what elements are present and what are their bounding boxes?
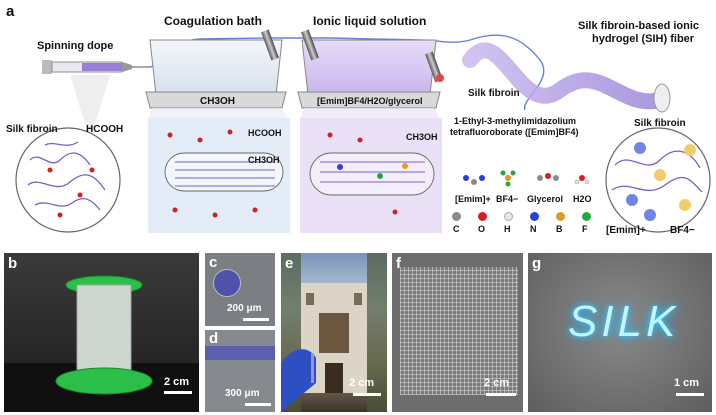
sih-fiber-label-2: hydrogel (SIH) fiber xyxy=(592,33,695,45)
coagulation-bath-tray xyxy=(145,29,287,109)
scale-bar-g xyxy=(676,393,704,396)
atom-n-label: N xyxy=(530,224,537,234)
panel-f-letter: f xyxy=(396,255,401,272)
panel-g-letter: g xyxy=(532,255,542,272)
ionic-liquid-tray xyxy=(297,29,444,109)
panel-d-letter: d xyxy=(209,330,219,347)
scale-label-d: 300 μm xyxy=(225,388,260,399)
scale-label-b: 2 cm xyxy=(164,376,190,388)
ionic-liquid-name-2: tetrafluoroborate ([Emim]BF4) xyxy=(450,127,579,137)
scale-label-f: 2 cm xyxy=(484,377,510,389)
ionic-liquid-name-1: 1-Ethyl-3-methylimidazolium xyxy=(454,116,577,126)
dope-hcooh-label: HCOOH xyxy=(86,124,124,135)
panel-e: e 2 cm xyxy=(281,253,387,412)
legend-h2o: H2O xyxy=(573,194,592,204)
sih-fiber-coil xyxy=(462,42,671,113)
fiber-cross-section xyxy=(213,269,241,297)
scale-bar-e xyxy=(353,393,381,396)
atom-b-icon xyxy=(556,212,565,221)
il-mixture-label: [Emim]BF4/H2O/glycerol xyxy=(317,96,423,106)
atom-h-icon xyxy=(504,212,513,221)
atom-o-icon xyxy=(478,212,487,221)
atom-c-icon xyxy=(452,212,461,221)
scale-bar-b xyxy=(164,391,192,394)
coag-solvent-label: CH3OH xyxy=(200,96,236,107)
scale-bar-f xyxy=(486,393,516,396)
legend-molecules xyxy=(463,170,590,187)
dope-zoom-circle xyxy=(15,75,121,233)
panel-b-letter: b xyxy=(8,255,18,272)
ionic-liquid-solution-label: Ionic liquid solution xyxy=(313,14,427,28)
scale-bar-d xyxy=(245,403,271,406)
glowing-silk-text: SILK xyxy=(568,297,680,346)
silk-fibroin-mid-label: Silk fibroin xyxy=(468,88,520,99)
legend-bf4: BF4− xyxy=(496,194,519,204)
panel-a-letter: a xyxy=(6,3,15,20)
spinning-dope-label: Spinning dope xyxy=(37,40,114,52)
bath-hcooh-label: HCOOH xyxy=(248,128,282,138)
dope-silk-fibroin-label: Silk fibroin xyxy=(6,124,58,135)
panel-c: c 200 μm xyxy=(205,253,275,326)
scale-bar-c xyxy=(243,318,269,321)
fiber-side-view xyxy=(205,346,275,360)
scale-label-g: 1 cm xyxy=(674,377,700,389)
atom-h-label: H xyxy=(504,224,511,234)
atom-legend: C O H N B F xyxy=(452,212,602,238)
bath-zoom-box xyxy=(148,108,290,233)
scale-label-c: 200 μm xyxy=(227,303,262,314)
atom-o-label: O xyxy=(478,224,486,234)
building-photo xyxy=(281,253,387,412)
sih-fiber-label-1: Silk fibroin-based ionic xyxy=(578,20,700,32)
right-bf4-label: BF4− xyxy=(670,225,695,236)
fiber-zoom-circle xyxy=(605,127,711,233)
coagulation-bath-label: Coagulation bath xyxy=(164,14,262,28)
panel-b: b 2 cm xyxy=(4,253,199,412)
panel-f: f 2 cm xyxy=(392,253,523,412)
atom-f-icon xyxy=(582,212,591,221)
legend-emim: [Emim]+ xyxy=(455,194,491,204)
panel-e-letter: e xyxy=(285,255,294,272)
atom-b-label: B xyxy=(556,224,563,234)
bath-ch3oh-label: CH3OH xyxy=(248,155,280,165)
panel-c-letter: c xyxy=(209,254,218,271)
il-ch3oh-label: CH3OH xyxy=(406,132,438,142)
panel-d: d 300 μm xyxy=(205,330,275,412)
atom-n-icon xyxy=(530,212,539,221)
syringe-icon xyxy=(42,60,150,74)
atom-c-label: C xyxy=(453,224,460,234)
atom-f-label: F xyxy=(582,224,588,234)
right-emim-label: [Emim]+ xyxy=(606,225,646,236)
fiber-spool-icon xyxy=(55,275,153,395)
process-diagram xyxy=(15,29,711,233)
woven-fabric xyxy=(400,267,518,395)
panel-a: a Spinning dope Coagulation bath Ionic l… xyxy=(6,3,711,238)
right-silk-fibroin-label: Silk fibroin xyxy=(634,118,686,129)
panel-g: SILK g 1 cm xyxy=(528,253,712,412)
scale-label-e: 2 cm xyxy=(349,377,375,389)
il-zoom-box xyxy=(300,108,442,233)
legend-glycerol: Glycerol xyxy=(527,194,564,204)
